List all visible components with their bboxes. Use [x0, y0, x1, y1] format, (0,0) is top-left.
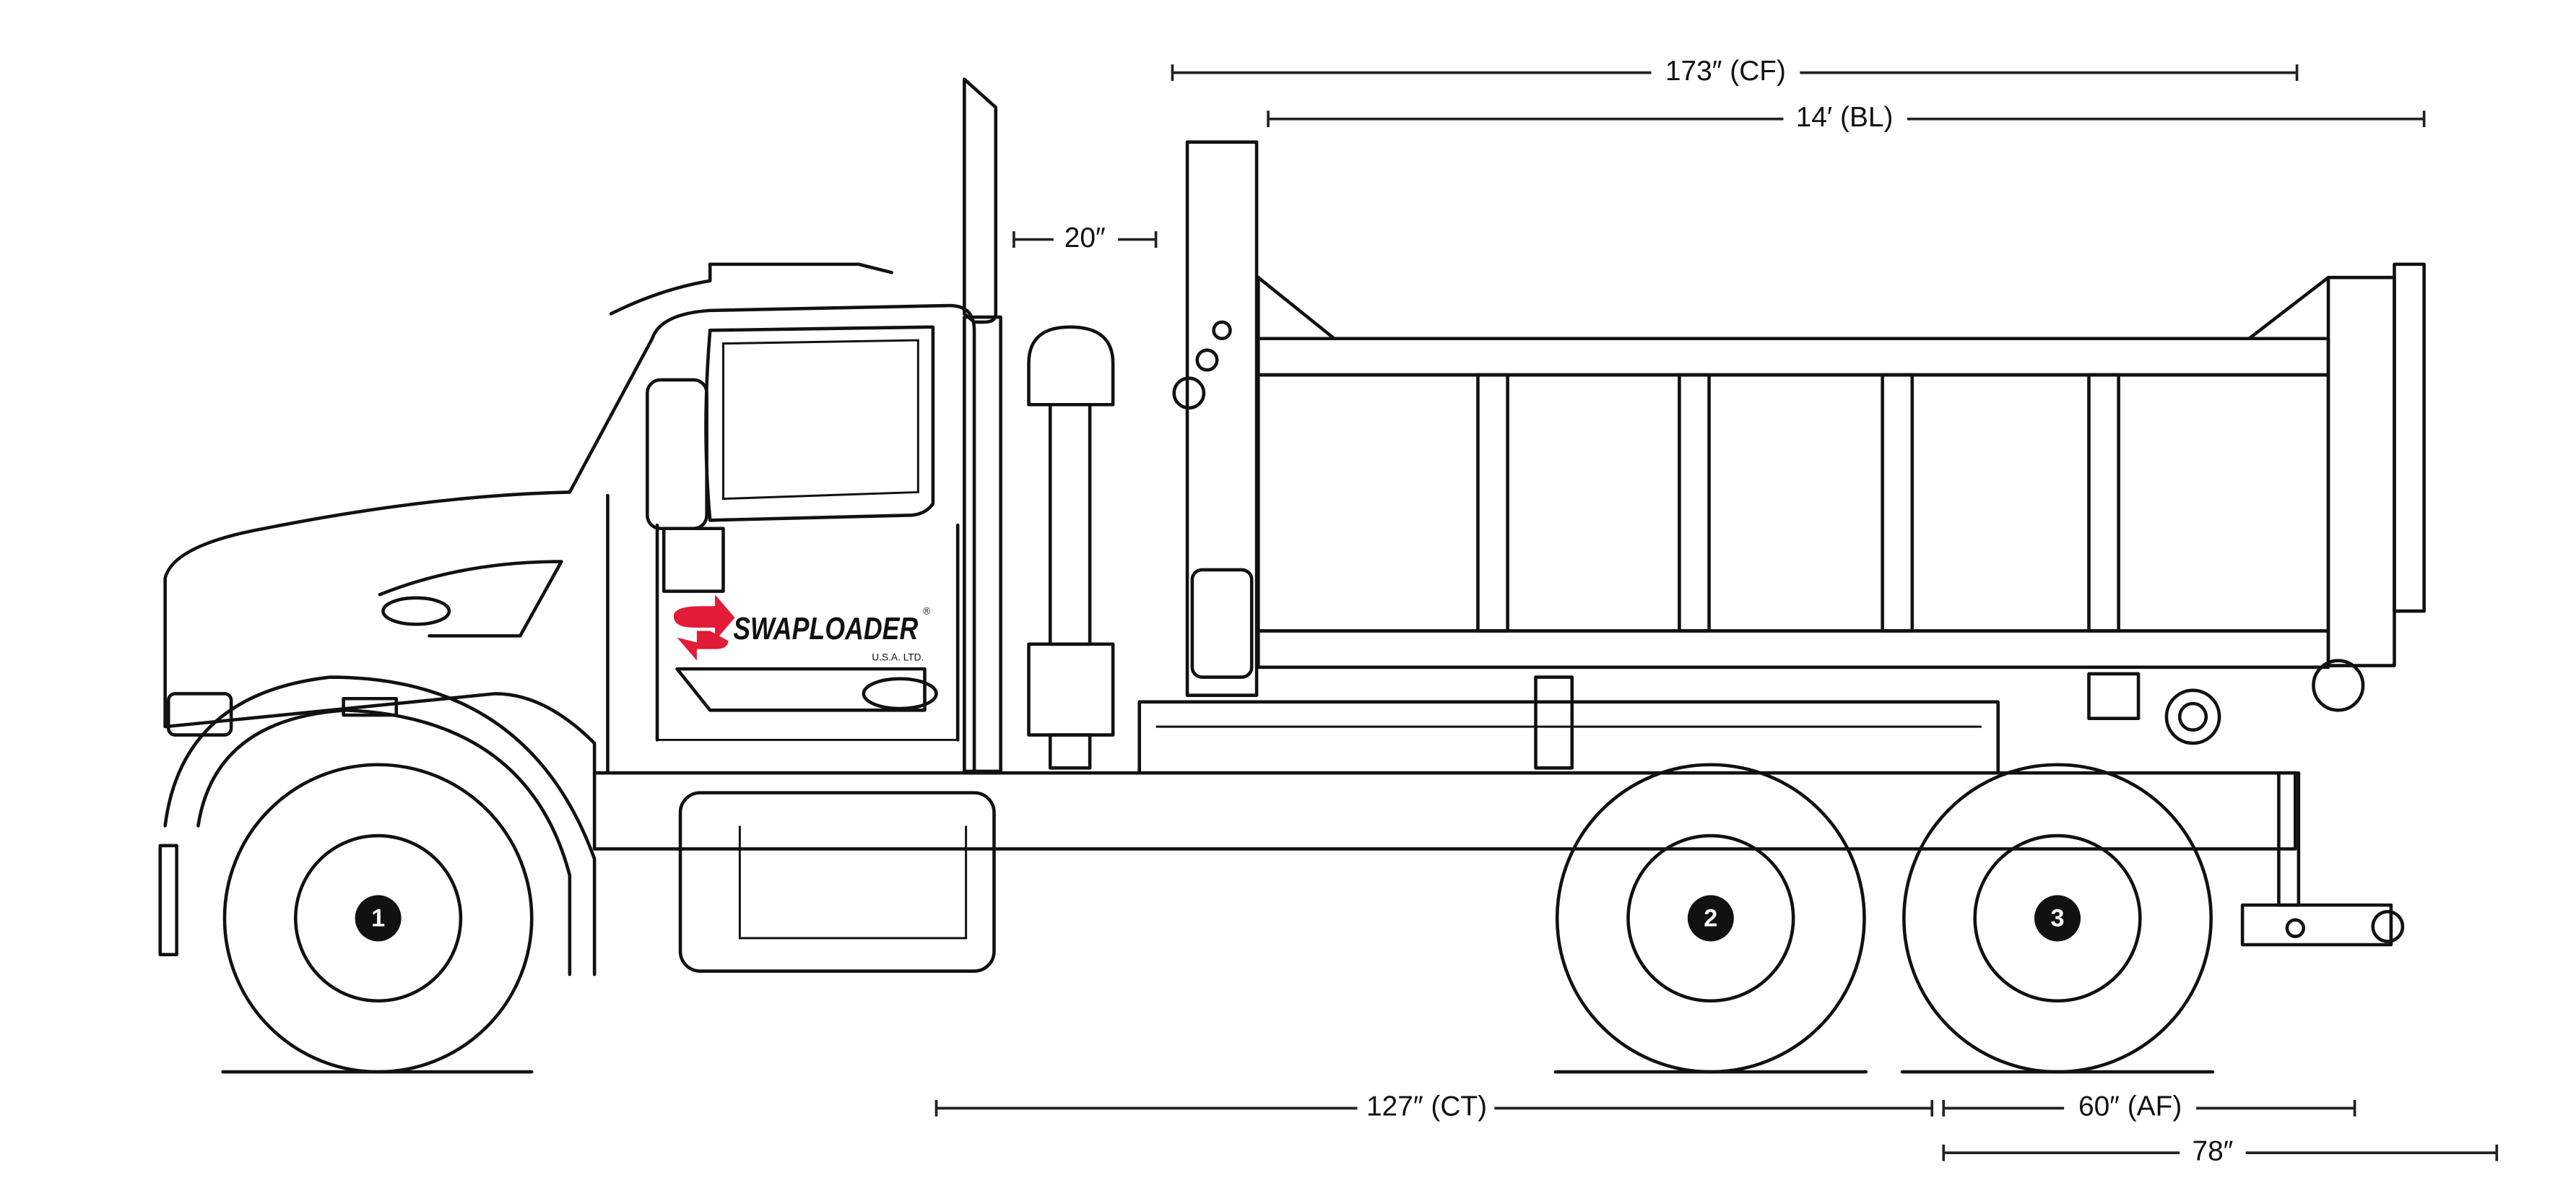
exhaust-stack — [963, 77, 1002, 774]
truck-cab — [158, 262, 976, 976]
wheel-axle-2: 2 — [1555, 763, 1866, 1074]
dimension-cf: 173″ (CF) — [1171, 56, 2299, 87]
dimension-bl-label: 14′ (BL) — [1796, 102, 1894, 133]
logo-registered: ® — [923, 606, 930, 617]
swaploader-logo: SWAPLOADER ® U.S.A. LTD. — [673, 594, 930, 663]
rear-hitch — [2240, 771, 2405, 947]
wheel-axle-1: 1 — [222, 763, 534, 1074]
logo-name: SWAPLOADER — [733, 612, 919, 646]
dimension-gap-label: 20″ — [1064, 222, 1106, 254]
axle-label-2: 2 — [1704, 904, 1717, 932]
axle-badge-1 — [355, 895, 402, 942]
hydraulic-tank — [1027, 325, 1115, 770]
dimension-rear-label: 78″ — [2192, 1135, 2233, 1166]
axle-label-1: 1 — [371, 904, 385, 932]
axle-badge-2 — [1687, 895, 1734, 942]
axle-label-3: 3 — [2050, 904, 2064, 932]
dimension-rear: 78″ — [1942, 1135, 2499, 1166]
chassis-frame — [592, 700, 2297, 851]
dimension-ct-label: 127″ (CT) — [1366, 1091, 1487, 1122]
wheel-axle-3: 3 — [1902, 763, 2213, 1074]
dimension-cf-label: 173″ (CF) — [1665, 56, 1786, 87]
dimension-ct: 127″ (CT) — [934, 1091, 1934, 1122]
axle-badge-3 — [2034, 895, 2081, 942]
dimension-af-label: 60″ (AF) — [2078, 1091, 2182, 1122]
dimension-af: 60″ (AF) — [1942, 1091, 2356, 1122]
dimension-gap: 20″ — [1012, 222, 1158, 254]
hoist-arm — [1172, 140, 1259, 697]
fuel-tank — [678, 791, 996, 973]
dimension-bl: 14′ (BL) — [1267, 102, 2426, 133]
logo-subtitle: U.S.A. LTD. — [872, 652, 924, 663]
dump-body — [1257, 262, 2426, 770]
